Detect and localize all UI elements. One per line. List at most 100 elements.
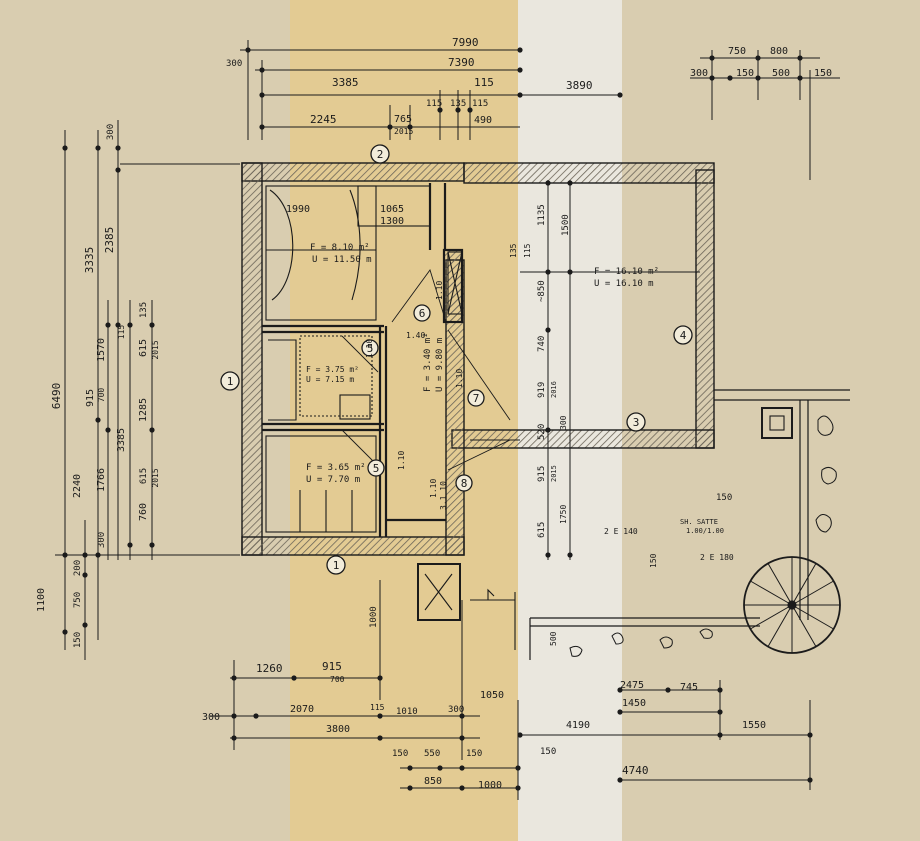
- spiral-step: [767, 563, 793, 606]
- dim-1050: 1050: [480, 690, 504, 701]
- dim-3890: 3890: [566, 79, 593, 92]
- dim-110-b: 1.10: [365, 339, 374, 358]
- dim-2016: 2016: [550, 381, 558, 398]
- dim-150-int: 150: [716, 493, 732, 503]
- dim-1000-b: 1000: [478, 780, 502, 791]
- paper-strip-yellow: [290, 0, 518, 841]
- dim-r750: 750: [728, 46, 746, 57]
- hall-area: F = 3.40 m²: [423, 332, 433, 392]
- spiral-stair-steps: [744, 557, 840, 653]
- dim-r300: 300: [690, 68, 708, 79]
- dim-500-int: 500: [549, 631, 558, 646]
- shrubs: [569, 415, 837, 657]
- left-dimension-labels: 6490 3335 2385 300 915 700 1570 115 135 …: [36, 124, 160, 648]
- dim-150: 150: [73, 632, 83, 648]
- dim-300: 300: [226, 59, 242, 69]
- dim-4190: 4190: [566, 720, 590, 731]
- dim-150c-int: 150: [540, 747, 556, 757]
- shaft-size: 1.00/1.00: [686, 527, 724, 535]
- dim-200: 200: [73, 560, 83, 576]
- bedroom-area: F = 8.10 m²: [310, 243, 370, 253]
- bath-perimeter: U = 7.15 m: [306, 375, 354, 384]
- dim-3385: 3385: [332, 76, 359, 89]
- dim-1260: 1260: [256, 662, 283, 675]
- dim-750: 750: [73, 592, 83, 608]
- marker-1-west: 1: [227, 375, 234, 388]
- dim-919: 919: [537, 382, 547, 398]
- wall-north-right: [463, 162, 715, 184]
- dim-6490: 6490: [50, 383, 63, 410]
- spiral-step: [750, 604, 793, 630]
- shaft-label: SH. SATTE: [680, 518, 718, 526]
- marker-1-south: 1: [333, 559, 340, 572]
- room-labels: F = 8.10 m² U = 11.50 m F = 3.75 m² U = …: [306, 243, 659, 485]
- marker-6: 6: [419, 307, 426, 320]
- top-dimension-labels: 7990 7390 3385 115 3890 115 135 115 2245…: [226, 36, 832, 136]
- dim-115: 115: [117, 325, 126, 340]
- dim-2245: 2245: [310, 113, 337, 126]
- dim-7390: 7390: [448, 56, 475, 69]
- bath-area: F = 3.75 m²: [306, 365, 359, 374]
- dim-2475: 2475: [620, 680, 644, 691]
- dim-1766: 1766: [96, 468, 107, 492]
- spiral-step: [750, 580, 793, 606]
- dim-1010: 1010: [396, 707, 418, 717]
- dim-2240: 2240: [72, 474, 83, 498]
- chimney: [761, 407, 793, 439]
- dim-r150b: 150: [814, 68, 832, 79]
- bed-outline: [265, 185, 377, 321]
- counter: [265, 435, 377, 533]
- dim-300-b: 300: [202, 712, 220, 723]
- dim-r150a: 150: [736, 68, 754, 79]
- marker-3: 3: [633, 416, 640, 429]
- dim-1000-int: 1000: [369, 606, 379, 628]
- dim-915-b: 915: [322, 660, 342, 673]
- washbasin: [339, 394, 371, 420]
- dim-2015-int: 2015: [550, 465, 558, 482]
- marker-8: 8: [461, 477, 468, 490]
- spiral-step: [767, 604, 793, 647]
- dim-615b: 615: [139, 468, 149, 484]
- dim-765: 765: [394, 114, 412, 125]
- dim-1100: 1100: [36, 588, 47, 612]
- dim-115c: 115: [472, 99, 488, 109]
- dim-850-b: 850: [424, 776, 442, 787]
- dim-110-a: 1.10: [435, 281, 444, 300]
- dim-1065: 1065: [380, 204, 404, 215]
- dim-615-int: 615: [537, 522, 547, 538]
- dim-135: 135: [450, 99, 466, 109]
- dim-2x140: 2 E 140: [604, 527, 638, 536]
- dim-1300: 1300: [380, 216, 404, 227]
- dim-1750: 1750: [559, 505, 568, 524]
- marker-7: 7: [473, 392, 480, 405]
- furniture: [265, 185, 793, 650]
- dim-700-b: 700: [330, 675, 345, 684]
- dim-550: 550: [424, 749, 440, 759]
- dim-2015b: 2015: [151, 468, 160, 487]
- dim-1285: 1285: [138, 398, 149, 422]
- dim-300b-b: 300: [448, 705, 464, 715]
- bedroom-perimeter: U = 11.50 m: [312, 255, 372, 265]
- large-room-perimeter: U = 16.10 m: [594, 279, 654, 289]
- dim-r500: 500: [772, 68, 790, 79]
- dim-2x180: 2 E 180: [700, 553, 734, 562]
- marker-4: 4: [680, 329, 687, 342]
- hall-perimeter: U = 9.80 m: [435, 338, 445, 392]
- dim-745: 745: [680, 682, 698, 693]
- dim-110-d: 1.10: [397, 451, 406, 470]
- dim-115a: 115: [474, 76, 494, 89]
- wall-west: [241, 162, 263, 556]
- bath-fixture: [299, 335, 373, 417]
- dim-740: 740: [537, 336, 547, 352]
- small-room-area: F = 3.65 m²: [306, 463, 366, 473]
- dim-915-int: 915: [537, 466, 547, 482]
- spiral-step: [791, 563, 817, 606]
- dim-850: ~850: [537, 280, 547, 302]
- dimension-ticks: [62, 47, 813, 791]
- marker-5-small: 5: [373, 462, 380, 475]
- dim-115-b: 115: [370, 703, 385, 712]
- dim-2385: 2385: [103, 227, 116, 254]
- dim-520: 520: [537, 424, 547, 440]
- large-room-area: F = 16.10 m²: [594, 267, 659, 277]
